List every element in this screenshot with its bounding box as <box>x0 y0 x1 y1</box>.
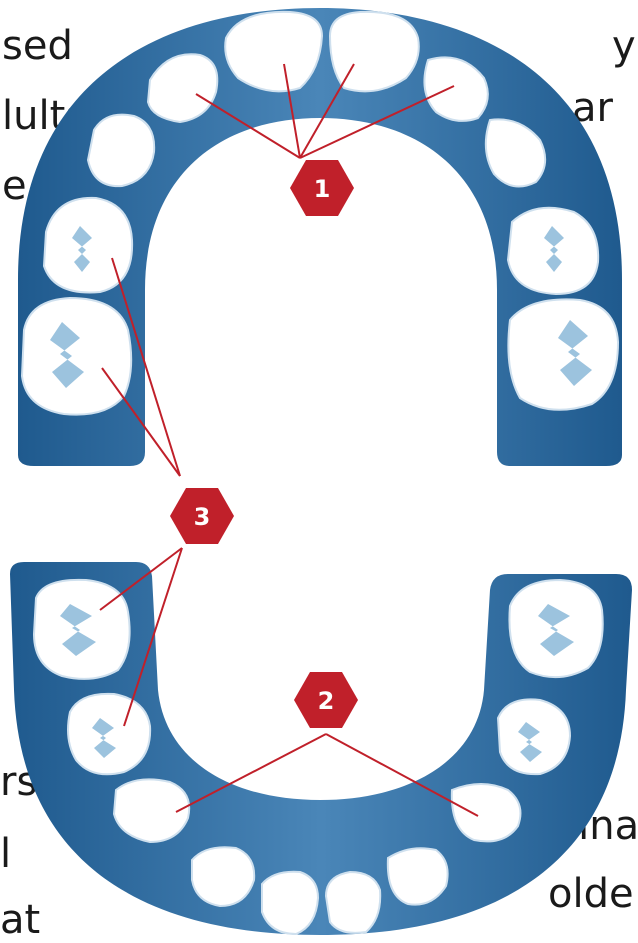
marker-1: 1 <box>290 160 354 216</box>
marker-label: 2 <box>318 687 335 715</box>
upper-lateral-incisor-left <box>146 53 219 124</box>
lower-premolar-right <box>496 698 572 776</box>
leader-line <box>299 85 455 159</box>
text-fragment: olde <box>548 871 634 917</box>
tooth-groove <box>60 604 96 656</box>
upper-arch <box>18 8 622 466</box>
lower-central-incisor-right <box>324 870 382 934</box>
leader-line <box>299 63 355 159</box>
text-fragment: l <box>0 831 12 877</box>
upper-canine-right <box>484 118 547 188</box>
tooth-groove <box>92 718 116 758</box>
leader-line <box>99 547 183 611</box>
tooth-groove <box>518 722 542 762</box>
marker-2: 2 <box>294 672 358 728</box>
upper-canine-left <box>86 113 156 188</box>
marker-label: 1 <box>314 175 331 203</box>
lower-molar-right <box>508 578 604 679</box>
text-fragment: y <box>612 23 636 69</box>
upper-molar-right <box>507 298 620 411</box>
leader-line <box>325 733 479 817</box>
upper-central-incisor-left <box>224 10 324 93</box>
lower-lateral-incisor-right <box>386 847 449 906</box>
leader-line <box>123 547 183 727</box>
lower-molar-left <box>32 578 131 680</box>
leader-line <box>195 93 301 159</box>
upper-central-incisor-right <box>328 10 420 93</box>
upper-jaw <box>18 8 622 466</box>
upper-premolar-left <box>42 196 134 294</box>
leader-line <box>111 257 181 477</box>
leader-line <box>101 367 181 477</box>
lower-central-incisor-left <box>261 870 320 936</box>
lower-canine-left <box>112 778 191 844</box>
tooth-groove <box>544 226 564 272</box>
tooth-groove <box>538 604 574 656</box>
tooth-groove <box>558 320 592 386</box>
upper-molar-left <box>20 296 133 416</box>
text-fragment: at <box>0 897 41 943</box>
lower-lateral-incisor-left <box>191 846 256 908</box>
leader-line <box>283 63 301 159</box>
leader-line <box>175 733 327 813</box>
lower-premolar-left <box>67 692 152 776</box>
leader-lines <box>99 63 479 817</box>
lower-jaw <box>10 562 632 936</box>
lower-canine-right <box>450 783 522 843</box>
tooth-groove <box>50 322 84 388</box>
marker-label: 3 <box>194 503 211 531</box>
upper-lateral-incisor-right <box>423 56 489 122</box>
tooth-groove <box>72 226 92 272</box>
lower-arch <box>10 562 632 935</box>
marker-3: 3 <box>170 488 234 544</box>
text-fragment: sed <box>2 23 73 69</box>
